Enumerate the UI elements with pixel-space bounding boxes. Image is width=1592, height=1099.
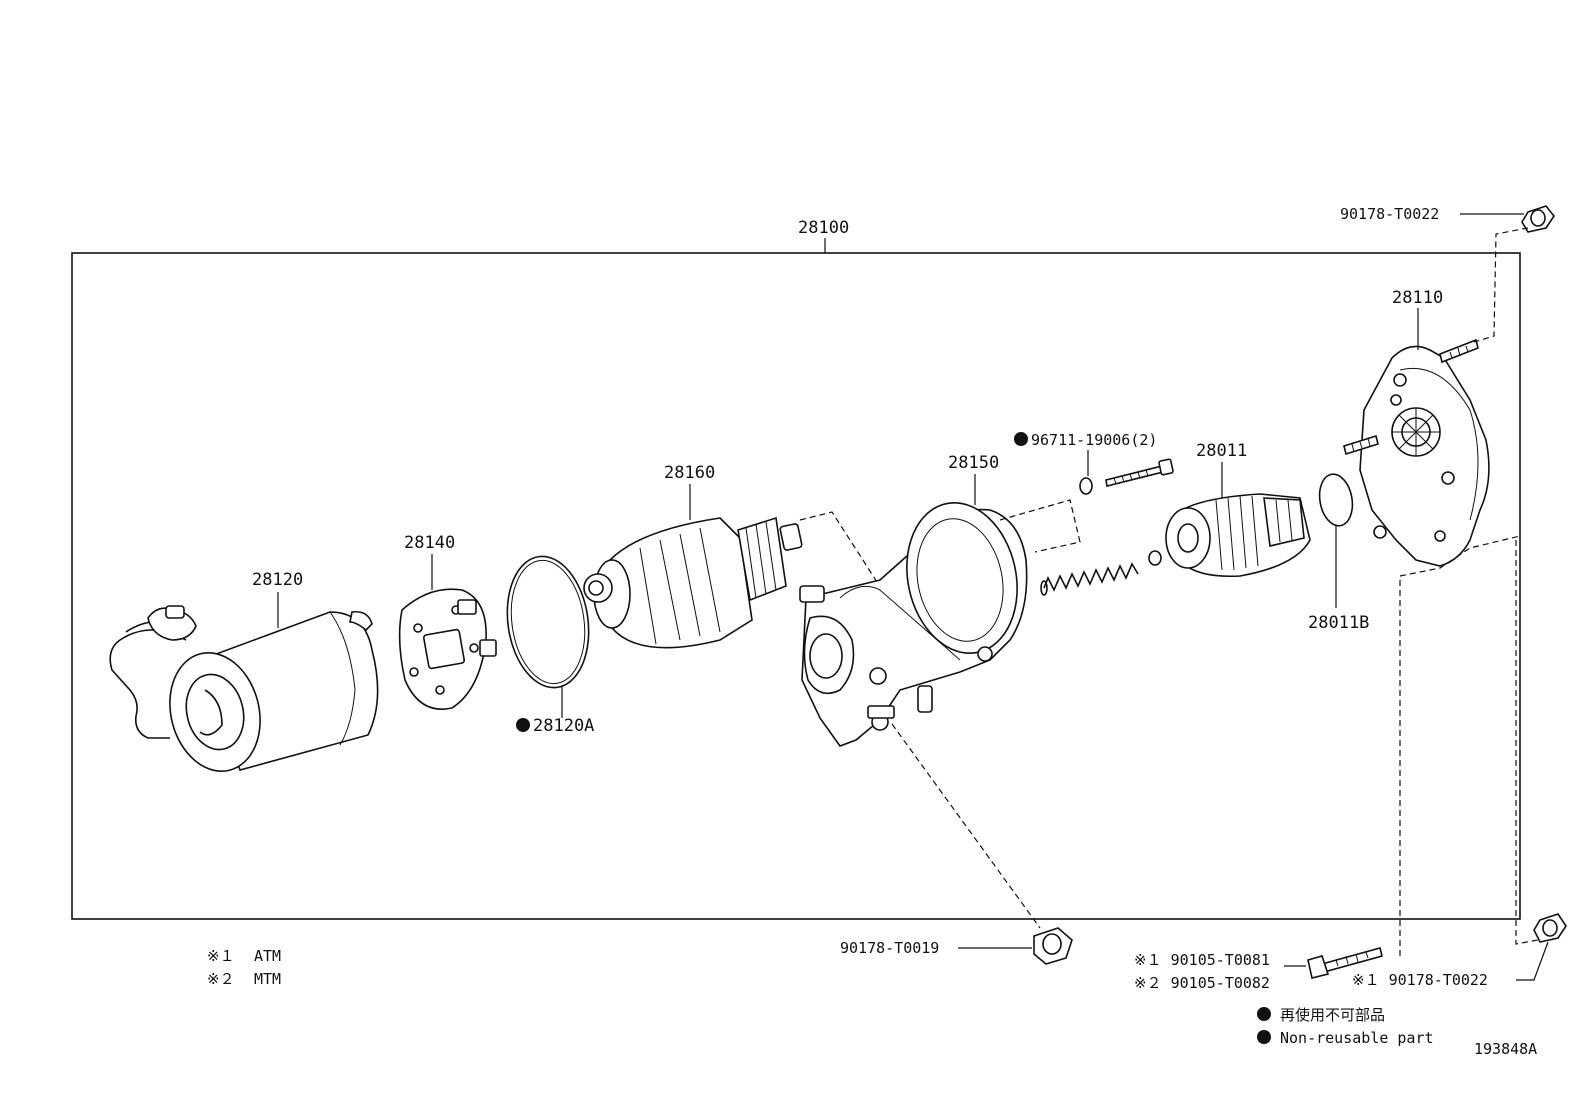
p28011-label[interactable]: 28011 [1196,441,1247,461]
legend-dot-jp [1257,1007,1271,1021]
note-mark-1: ※１ [207,947,235,965]
nut-bottom-label[interactable]: ※１ 90178-T0022 [1352,971,1488,989]
p28120A-nonreusable-mark [516,718,530,732]
small-o-ring-part[interactable] [1079,477,1093,495]
p96711-nonreusable-mark [1014,432,1028,446]
p28011B-label[interactable]: 28011B [1308,613,1369,633]
note-text-atm: ATM [254,947,281,965]
legend-dot-en [1257,1030,1271,1044]
p28110-label[interactable]: 28110 [1392,288,1443,308]
figure-id: 193848A [1474,1040,1537,1058]
p28120A-label[interactable]: 28120A [533,716,594,736]
drive-housing-part[interactable] [1343,338,1490,567]
brush-holder-part[interactable] [398,588,497,710]
assembly-part-number[interactable]: 28100 [798,218,849,238]
nut-center-dash [891,723,1041,929]
nut-top-dash [1473,227,1529,343]
nut-center-label[interactable]: 90178-T0019 [840,939,939,957]
p28160-label[interactable]: 28160 [664,463,715,483]
clutch-pinion-part[interactable] [1165,493,1311,578]
through-bolt-part[interactable] [1105,458,1174,487]
flange-nut-bottom-part[interactable] [1533,913,1567,943]
legend-en: Non-reusable part [1280,1029,1434,1047]
nut-top-label[interactable]: 90178-T0022 [1340,205,1439,223]
bolt-mtm-label[interactable]: ※２ 90105-T0082 [1134,974,1270,992]
nut-bottom-leader [1516,941,1549,981]
ring-28011B-part[interactable] [1316,472,1357,529]
legend-jp: 再使用不可部品 [1280,1006,1385,1024]
housing-alignment-dash [999,499,1081,553]
return-spring-part[interactable] [1040,562,1139,596]
nut-bottom-dash [1515,540,1539,945]
p28140-label[interactable]: 28140 [404,533,455,553]
bolt-atm-label[interactable]: ※１ 90105-T0081 [1134,951,1270,969]
mounting-bolt-part[interactable] [1307,947,1383,979]
flange-nut-center-part[interactable] [1033,927,1073,965]
armature-part[interactable] [583,516,803,649]
assembly-boundary-box [71,252,1521,920]
washer-part[interactable] [1148,550,1162,566]
note-mark-2: ※２ [207,970,235,988]
note-text-mtm: MTM [254,970,281,988]
yoke-assembly-part[interactable] [109,605,379,781]
starter-housing-part[interactable] [799,492,1031,747]
p28120-label[interactable]: 28120 [252,570,303,590]
flange-nut-top-part[interactable] [1521,205,1555,233]
p96711-label[interactable]: 96711-19006(2) [1031,431,1157,449]
o-ring-28120A-part[interactable] [499,551,597,693]
bolt-dash [1399,535,1521,956]
p28150-label[interactable]: 28150 [948,453,999,473]
